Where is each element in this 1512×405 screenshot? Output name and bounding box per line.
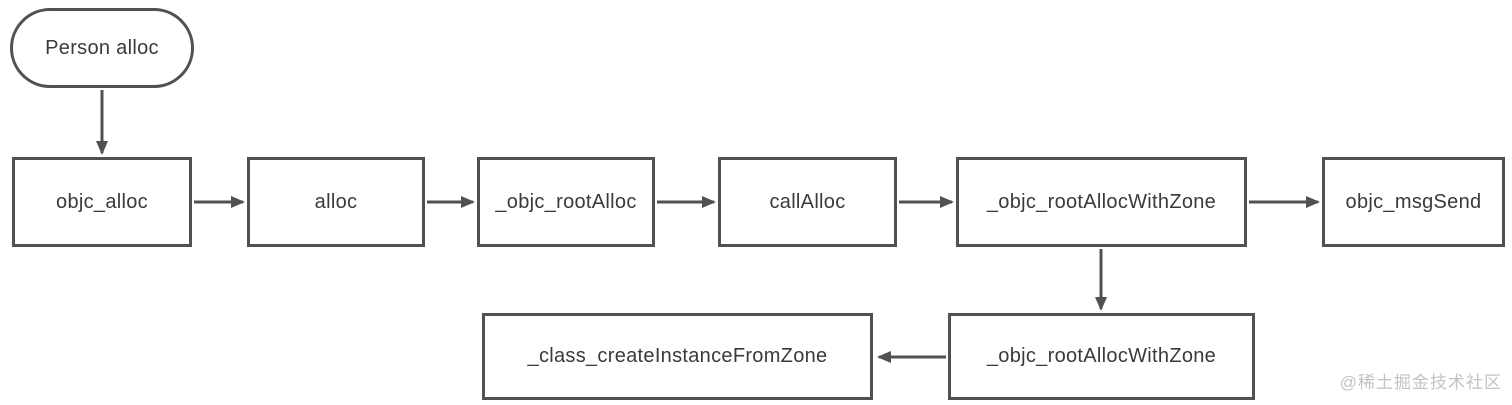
- node-label: _objc_rootAlloc: [495, 190, 637, 213]
- node-label: objc_alloc: [56, 190, 148, 213]
- node-alloc: alloc: [247, 157, 425, 247]
- node-objc-rootallocwithzone-2: _objc_rootAllocWithZone: [948, 313, 1255, 400]
- node-objc-msgsend: objc_msgSend: [1322, 157, 1505, 247]
- node-objc-rootallocwithzone: _objc_rootAllocWithZone: [956, 157, 1247, 247]
- node-person-alloc: Person alloc: [10, 8, 194, 88]
- node-callalloc: callAlloc: [718, 157, 897, 247]
- node-objc-alloc: objc_alloc: [12, 157, 192, 247]
- node-label: _objc_rootAllocWithZone: [986, 345, 1217, 367]
- node-label: callAlloc: [769, 190, 846, 213]
- watermark: @稀土掘金技术社区: [1339, 373, 1502, 392]
- node-class-createinstancefromzone: _class_createInstanceFromZone: [482, 313, 873, 400]
- node-label: _class_createInstanceFromZone: [527, 345, 828, 367]
- node-label: alloc: [314, 190, 358, 213]
- node-label: _objc_rootAllocWithZone: [986, 190, 1217, 213]
- node-label: objc_msgSend: [1345, 190, 1482, 213]
- node-objc-rootalloc: _objc_rootAlloc: [477, 157, 655, 247]
- node-label: Person alloc: [45, 36, 159, 59]
